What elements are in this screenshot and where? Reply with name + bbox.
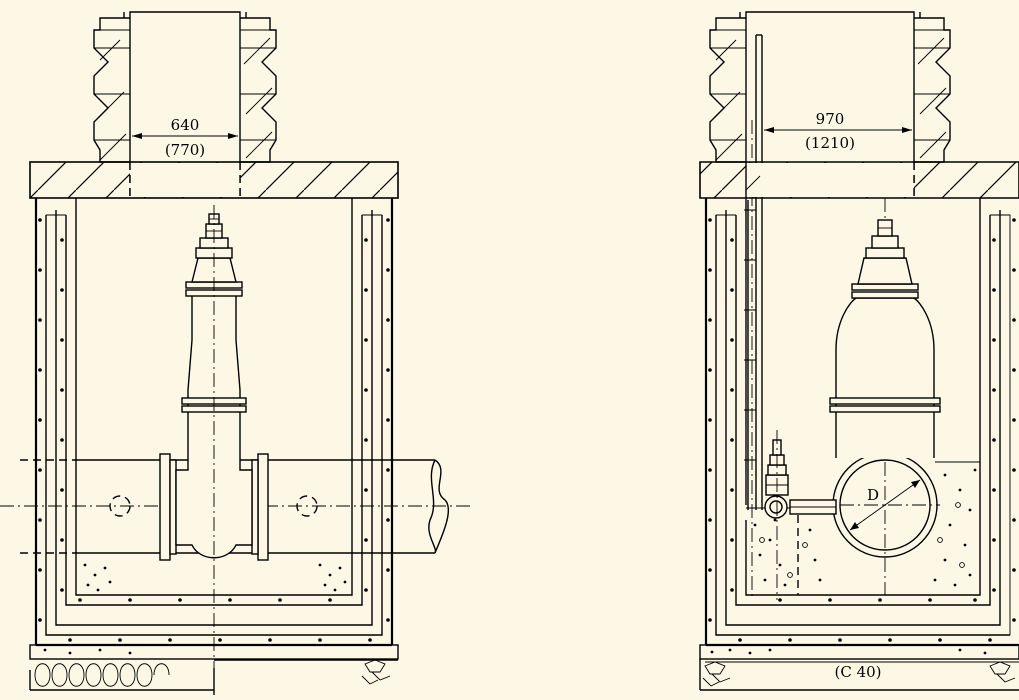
right-roof-slab xyxy=(699,161,1019,199)
left-sand-fill xyxy=(83,563,347,592)
right-foundation: (C 40) xyxy=(699,644,1019,691)
right-neck-width-alt-label: (1210) xyxy=(805,134,855,152)
right-neck-width-label: 970 xyxy=(816,110,845,128)
left-rebar-dots xyxy=(38,218,390,642)
left-gate-valve xyxy=(159,205,269,695)
left-foundation xyxy=(29,644,399,691)
left-neck-dimension: 640 (770) xyxy=(132,116,238,159)
right-sand-fill xyxy=(746,461,980,595)
left-roof-slab xyxy=(29,161,399,199)
foundation-concrete-label: (C 40) xyxy=(834,663,881,681)
pipe-diameter-label: D xyxy=(867,486,879,504)
right-gate-valve xyxy=(829,219,941,458)
right-view: 970 (1210) xyxy=(699,11,1019,691)
left-view: 640 (770) xyxy=(0,11,470,695)
right-rebar-dots xyxy=(708,218,1016,642)
right-bypass-valve xyxy=(764,430,837,600)
right-neck-dimension: 970 (1210) xyxy=(764,110,912,152)
right-ladder-rail xyxy=(744,34,763,600)
left-neck-width-alt-label: (770) xyxy=(165,141,205,159)
right-main-pipe: D xyxy=(832,198,940,595)
left-neck-width-label: 640 xyxy=(171,116,200,134)
